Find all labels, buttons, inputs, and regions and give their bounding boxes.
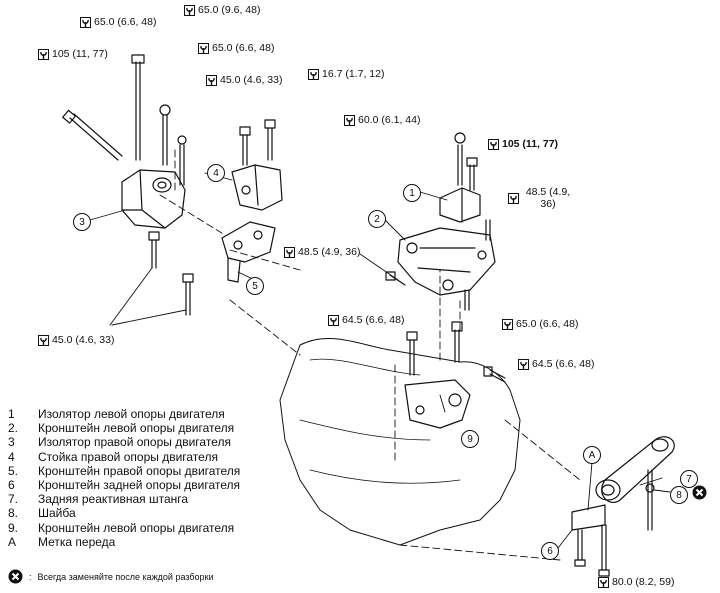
torque-label: 105 (11, 77) xyxy=(488,138,558,150)
wrench-torque-icon xyxy=(344,114,355,126)
replacement-note: : Всегда заменяйте после каждой разборки xyxy=(8,569,214,584)
legend-row: 5.Кронштейн правой опоры двигателя xyxy=(8,463,241,478)
bolt-diagonal xyxy=(62,109,123,161)
torque-label: 48.5 (4.9, 36) xyxy=(508,186,578,210)
torque-label: 105 (11, 77) xyxy=(38,48,108,60)
callout-7: 7 xyxy=(680,470,698,488)
wrench-torque-icon xyxy=(518,358,529,370)
torque-label: 65.0 (6.6, 48) xyxy=(198,42,274,54)
callout-4: 4 xyxy=(207,164,225,182)
bolts-left-top xyxy=(131,54,276,186)
lower-left-bracket xyxy=(404,379,471,429)
legend-row: 2.Кронштейн левой опоры двигателя xyxy=(8,421,235,436)
wrench-torque-icon xyxy=(598,576,609,588)
torque-label: 64.5 (6.6, 48) xyxy=(328,314,404,326)
torque-label: 45.0 (4.6, 33) xyxy=(38,334,114,346)
torque-label: 65.0 (9.6, 48) xyxy=(184,4,260,16)
wrench-torque-icon xyxy=(308,68,319,80)
legend-row: 9.Кронштейн левой опоры двигателя xyxy=(8,520,235,535)
wrench-torque-icon xyxy=(328,314,339,326)
callout-a: A xyxy=(583,446,601,464)
wrench-torque-icon xyxy=(206,74,217,86)
wrench-torque-icon xyxy=(184,4,195,16)
dashed-guide-lines xyxy=(159,149,581,561)
callout-8: 8 xyxy=(670,486,688,504)
torque-label: 65.0 (6.6, 48) xyxy=(80,16,156,28)
legend-row: 7.Задняя реактивная штанга xyxy=(8,492,189,507)
right-mount-bracket xyxy=(221,221,276,283)
legend-row: 8.Шайба xyxy=(8,506,76,521)
left-mount-bracket xyxy=(385,219,496,311)
replace-cross-icon xyxy=(692,485,707,500)
wrench-torque-icon xyxy=(284,246,295,258)
wrench-torque-icon xyxy=(508,192,519,204)
wrench-torque-icon xyxy=(198,42,209,54)
torque-label: 16.7 (1.7, 12) xyxy=(308,68,384,80)
bolts-middle xyxy=(406,321,506,383)
right-mount-stand xyxy=(231,164,283,211)
callout-6: 6 xyxy=(541,542,559,560)
replace-cross-icon xyxy=(8,569,23,584)
wrench-torque-icon xyxy=(488,138,499,150)
left-mount-insulator xyxy=(121,169,186,229)
callout-9: 9 xyxy=(461,430,479,448)
rear-mount-bracket xyxy=(571,504,610,577)
wrench-torque-icon xyxy=(38,334,49,346)
torque-label: 45.0 (4.6, 33) xyxy=(206,74,282,86)
torque-label: 65.0 (6.6, 48) xyxy=(502,318,578,330)
torque-label: 60.0 (6.1, 44) xyxy=(344,114,420,126)
callout-2: 2 xyxy=(368,210,386,228)
callout-1: 1 xyxy=(403,184,421,202)
wrench-torque-icon xyxy=(38,48,49,60)
callout-3: 3 xyxy=(73,213,91,231)
rear-torque-rod xyxy=(595,436,675,531)
torque-label: 80.0 (8.2, 59) xyxy=(598,576,674,588)
torque-label: 64.5 (6.6, 48) xyxy=(518,358,594,370)
wrench-torque-icon xyxy=(80,16,91,28)
callout-5: 5 xyxy=(246,277,264,295)
bolts-left-bottom xyxy=(148,231,194,316)
torque-label: 48.5 (4.9, 36) xyxy=(284,246,360,258)
wrench-torque-icon xyxy=(502,318,513,330)
upper-insulator xyxy=(439,132,481,223)
